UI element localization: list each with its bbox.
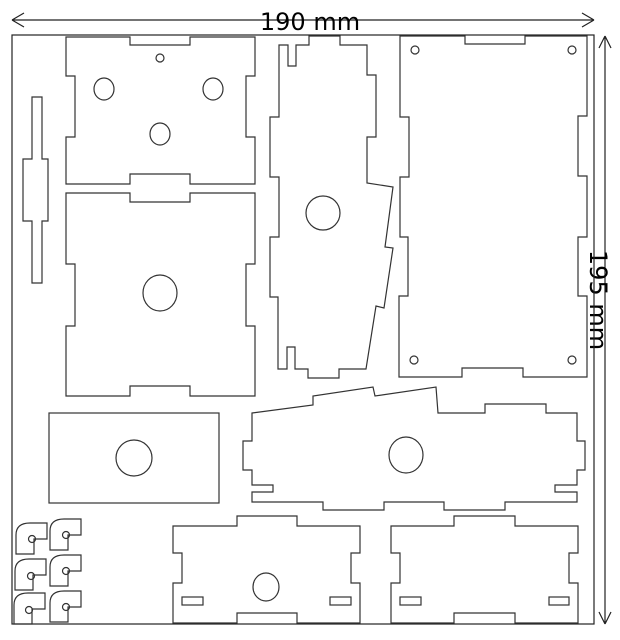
panel-bottom-middle <box>172 515 361 624</box>
panel-top-left <box>65 36 256 185</box>
corner-piece <box>14 558 47 591</box>
corner-piece <box>49 554 82 587</box>
width-label: 190 mm <box>260 8 360 36</box>
corner-pieces <box>13 518 82 625</box>
panel-rectangle <box>48 412 220 504</box>
panel-tall-angled <box>269 35 394 379</box>
corner-piece <box>13 592 46 625</box>
panel-large-right <box>398 35 588 378</box>
corner-piece <box>49 518 82 551</box>
height-dimension: 195 mm <box>584 35 612 625</box>
width-dimension: 190 mm <box>11 8 595 36</box>
panel-bottom-right <box>390 515 579 624</box>
sheet-border <box>11 34 595 625</box>
panel-long-bottom <box>242 386 586 511</box>
height-label: 195 mm <box>584 250 612 350</box>
corner-piece <box>15 522 48 555</box>
strip-piece <box>22 96 49 284</box>
corner-piece <box>49 590 82 623</box>
panel-middle-left <box>65 192 256 397</box>
